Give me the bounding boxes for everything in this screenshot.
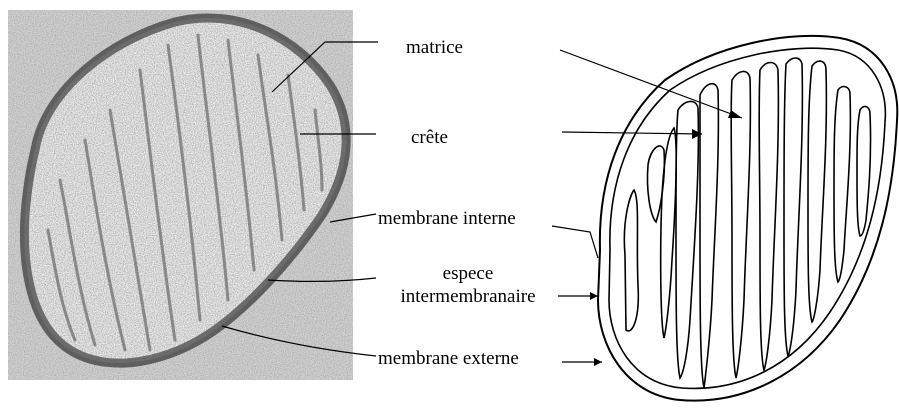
arrowhead-externe: [594, 358, 602, 366]
label-membrane-externe: membrane externe: [378, 349, 519, 368]
label-espace-line1: espece: [378, 262, 558, 285]
arrowhead-matrice: [728, 110, 742, 118]
arrowhead-espace: [590, 292, 598, 300]
label-matrice: matrice: [406, 38, 463, 57]
label-espace-intermembranaire: espece intermembranaire: [378, 262, 558, 308]
schematic-cristae: [624, 58, 870, 388]
label-espace-line2: intermembranaire: [378, 285, 558, 308]
leader-crete-right: [562, 132, 702, 134]
leader-interne-right: [552, 226, 598, 258]
label-crete: crête: [411, 128, 448, 147]
schematic-mitochondrion: [598, 36, 897, 401]
micrograph: [8, 10, 353, 380]
label-membrane-interne: membrane interne: [378, 209, 516, 228]
